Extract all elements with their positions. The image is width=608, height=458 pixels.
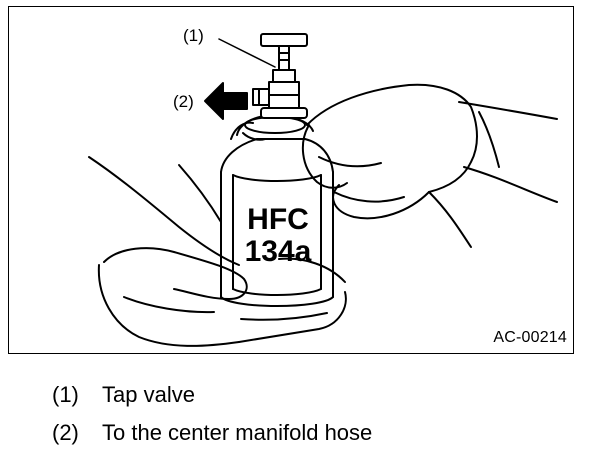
figure-id: AC-00214 (493, 329, 567, 346)
refrigerant-can (220, 114, 334, 307)
can-label-line1: HFC (247, 203, 309, 236)
callout-1-leader (218, 38, 276, 68)
legend-item-text: Tap valve (102, 382, 195, 407)
legend-item-tap-valve: (1) Tap valve (52, 382, 372, 420)
tap-valve (252, 33, 308, 119)
callout-2-label: (2) (173, 92, 194, 111)
can-label-line2: 134a (244, 235, 312, 268)
manifold-direction-arrow (204, 82, 248, 120)
legend-item-number: (1) (52, 382, 79, 407)
legend-item-number: (2) (52, 420, 79, 445)
illustration (88, 33, 558, 347)
figure-frame: (1) (2) HFC 134a AC-00214 (8, 6, 574, 354)
legend-item-text: To the center manifold hose (102, 420, 373, 445)
right-hand (301, 83, 478, 248)
left-hand (88, 156, 347, 347)
legend: (1) Tap valve (2) To the center manifold… (52, 382, 372, 458)
legend-item-manifold-hose: (2) To the center manifold hose (52, 420, 372, 458)
callout-1-label: (1) (183, 26, 204, 45)
